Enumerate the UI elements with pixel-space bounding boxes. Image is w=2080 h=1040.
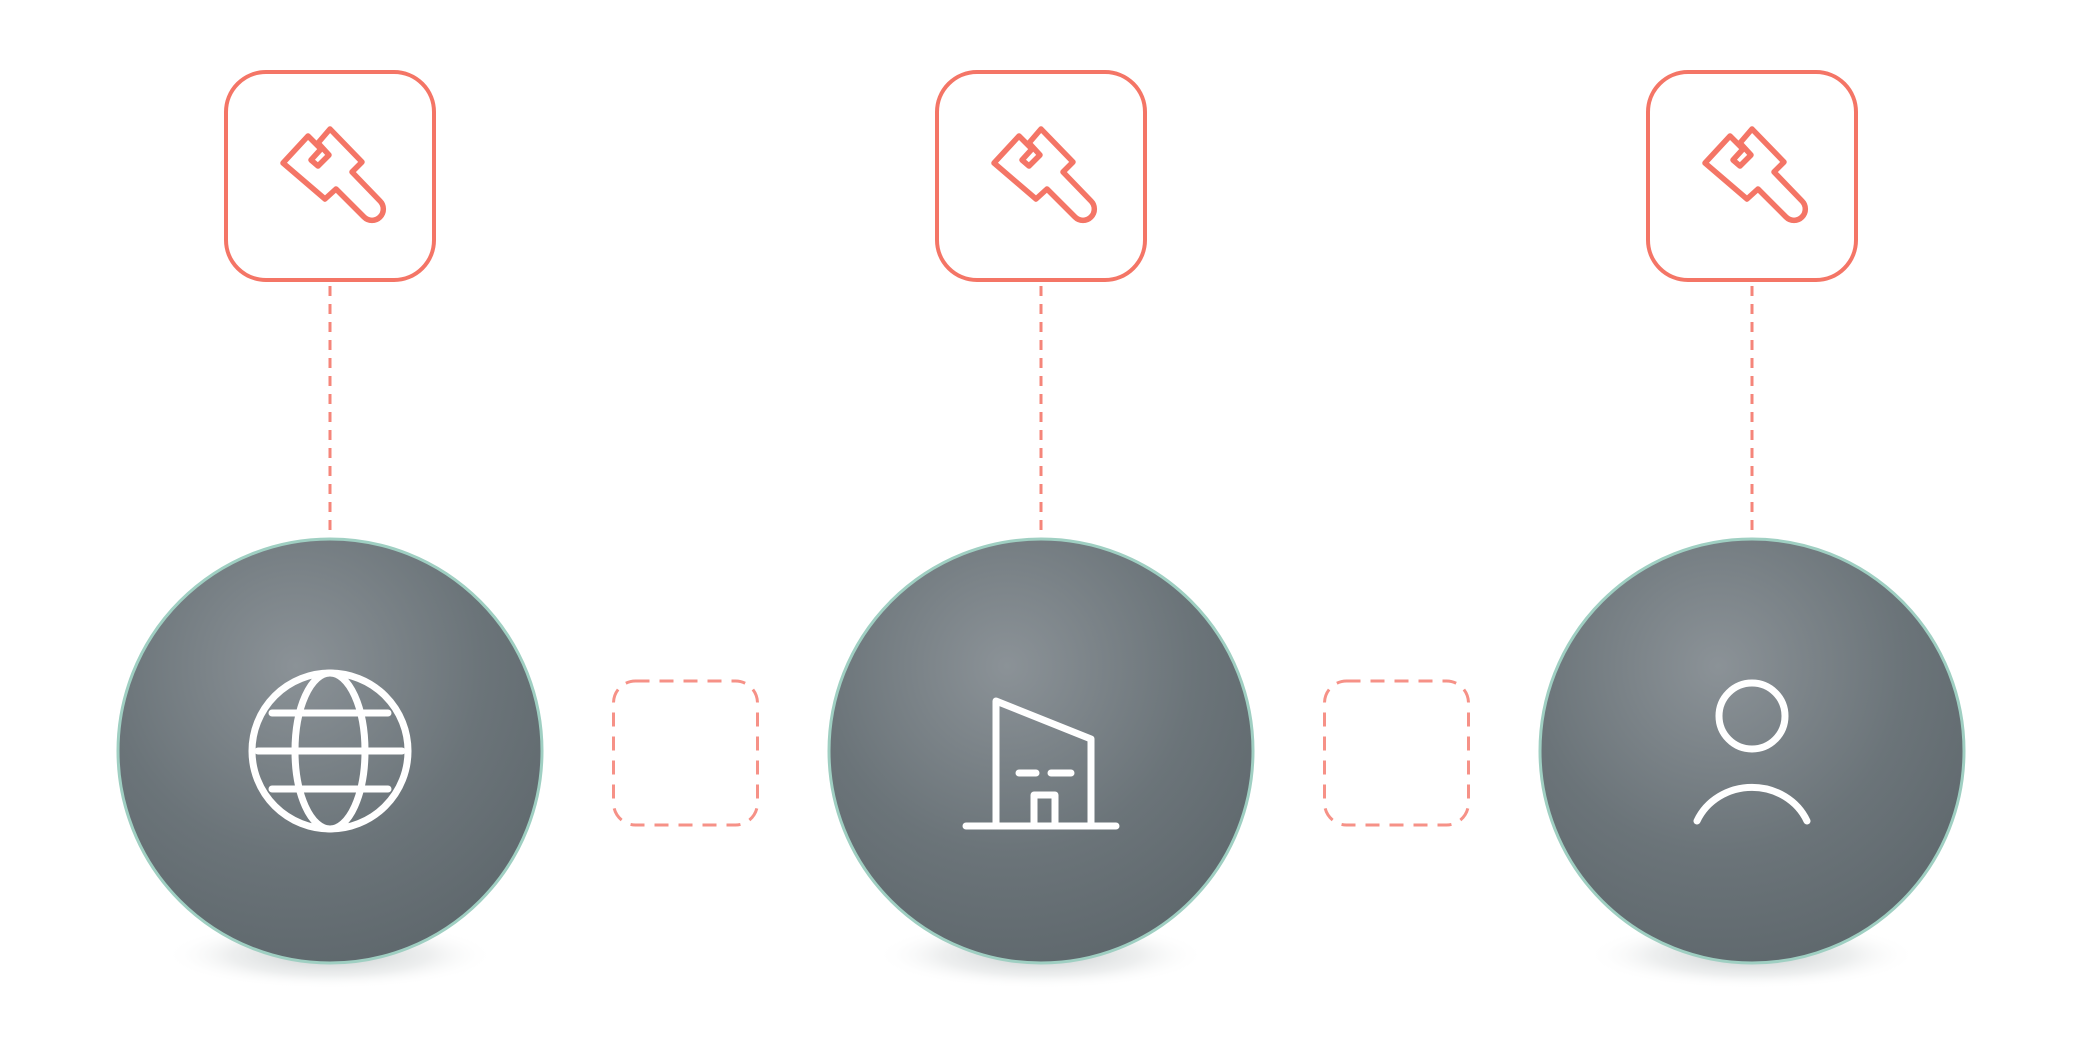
empty-slot-placeholder-2 <box>1323 679 1470 827</box>
tool-box-frame <box>1646 70 1858 282</box>
user-icon <box>1693 679 1811 825</box>
tool-box-web[interactable] <box>224 70 436 282</box>
building-icon <box>962 697 1120 830</box>
tool-box-frame <box>224 70 436 282</box>
empty-slot-placeholder-1 <box>612 679 759 827</box>
connectors-layer <box>328 286 1754 533</box>
node-sphere <box>827 537 1255 965</box>
tool-box-building[interactable] <box>935 70 1147 282</box>
nodes-layer <box>116 537 1966 989</box>
gap-slots-layer <box>612 679 1470 827</box>
node-user[interactable] <box>1538 537 1966 989</box>
tool-box-frame <box>935 70 1147 282</box>
node-building[interactable] <box>827 537 1255 989</box>
globe-icon <box>248 669 412 833</box>
tool-boxes-layer <box>224 70 1858 282</box>
node-web[interactable] <box>116 537 544 989</box>
tool-box-user[interactable] <box>1646 70 1858 282</box>
